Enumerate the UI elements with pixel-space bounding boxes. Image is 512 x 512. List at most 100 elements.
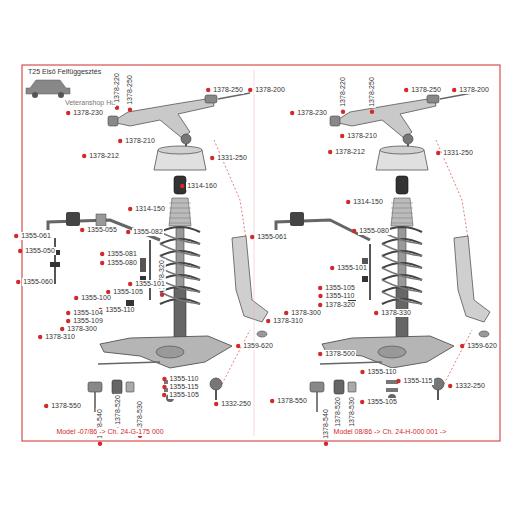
callout-number: 1355-061 — [256, 233, 288, 241]
callout-dot — [460, 344, 464, 348]
callout-dot — [180, 184, 184, 188]
callout-dot — [60, 327, 64, 331]
callout-dot — [452, 88, 456, 92]
callout-dot — [126, 230, 130, 234]
callout-number: 1359-620 — [242, 342, 274, 350]
callout-number: 1378-550 — [50, 402, 82, 410]
callout-dot — [82, 154, 86, 158]
callout-dot — [448, 384, 452, 388]
callout-number: 1378-210 — [124, 137, 156, 145]
callout-number: 1314-150 — [134, 205, 166, 213]
callout-number: 1355-105 — [168, 391, 200, 399]
callout-dot — [370, 110, 374, 114]
callout-number: 1355-060 — [22, 278, 54, 286]
callout-number: 1378-500 — [324, 350, 356, 358]
callout-number: 1378-550 — [276, 397, 308, 405]
callout-number: 1378-230 — [296, 109, 328, 117]
callout-number: 1355-104 — [72, 309, 104, 317]
callout-number: 1378-210 — [346, 132, 378, 140]
callout-number: 1355-115 — [402, 377, 433, 385]
callout-dot — [248, 88, 252, 92]
callout-number: 1355-105 — [366, 398, 398, 406]
callout-dot — [38, 335, 42, 339]
callout-dot — [374, 311, 378, 315]
callout-dot — [341, 110, 345, 114]
callout-dot — [162, 385, 166, 389]
callout-number: 1378-250 — [126, 74, 134, 106]
callout-number: 1359-620 — [466, 342, 498, 350]
callout-number: 1378-530 — [348, 396, 356, 428]
callout-number: 1378-212 — [88, 152, 120, 160]
callout-dot — [284, 311, 288, 315]
callout-dot — [128, 282, 132, 286]
callout-number: 1355-105 — [324, 284, 356, 292]
callout-dot — [162, 377, 166, 381]
callout-dot — [100, 261, 104, 265]
callout-number: 1378-520 — [114, 394, 122, 426]
callout-dot — [236, 344, 240, 348]
callout-number: 1355-110 — [324, 292, 355, 300]
callout-number: 1355-061 — [20, 232, 52, 240]
callout-number: 1355-080 — [106, 259, 138, 267]
callout-number: 1378-300 — [290, 309, 322, 317]
callout-number: 1378-310 — [272, 317, 304, 325]
callout-dot — [128, 207, 132, 211]
callout-number: 1378-250 — [368, 76, 376, 108]
callout-dot — [318, 286, 322, 290]
callout-dot — [160, 293, 164, 297]
callout-dot — [98, 442, 102, 446]
callout-dot — [100, 252, 104, 256]
callout-number: 1355-101 — [336, 264, 368, 272]
callout-dot — [162, 393, 166, 397]
callout-number: 1355-109 — [72, 317, 104, 325]
callout-number: 1378-250 — [212, 86, 244, 94]
callout-dot — [360, 400, 364, 404]
callout-number: 1378-200 — [254, 86, 286, 94]
callout-dot — [250, 235, 254, 239]
callout-dot — [128, 108, 132, 112]
callout-number: 1378-230 — [72, 109, 104, 117]
callout-number: 1332-250 — [454, 382, 486, 390]
callout-number: 1355-110 — [366, 368, 397, 376]
callout-dot — [210, 156, 214, 160]
callout-number: 1378-520 — [334, 396, 342, 428]
note-text: Veteranshop Hu — [64, 99, 116, 107]
callout-number: 1314-150 — [352, 198, 384, 206]
callout-number: 1355-110 — [168, 375, 199, 383]
callout-dot — [14, 234, 18, 238]
callout-number: 1378-200 — [458, 86, 490, 94]
callout-dot — [340, 134, 344, 138]
callout-number: 1378-250 — [410, 86, 442, 94]
callout-dot — [214, 402, 218, 406]
callout-dot — [330, 266, 334, 270]
callout-dot — [396, 379, 400, 383]
callout-number: 1332-250 — [220, 400, 252, 408]
callout-number: 1355-115 — [168, 383, 199, 391]
callout-dot — [324, 442, 328, 446]
callout-dot — [206, 88, 210, 92]
callout-number: 1378-540 — [322, 408, 330, 440]
callout-number: 1331-250 — [442, 149, 474, 157]
callout-number: 1378-220 — [113, 72, 121, 104]
callout-dot — [360, 370, 364, 374]
callout-dot — [16, 280, 20, 284]
callout-number: 1355-105 — [112, 288, 144, 296]
callout-number: 1331-250 — [216, 154, 248, 162]
callout-dot — [346, 200, 350, 204]
callout-number: 1378-220 — [339, 76, 347, 108]
callout-number: 1378-320 — [324, 301, 356, 309]
callout-dot — [18, 249, 22, 253]
callout-number: 1355-050 — [24, 247, 56, 255]
callout-number: 1355-101 — [134, 280, 166, 288]
callout-number: 1378-330 — [380, 309, 412, 317]
callout-dot — [318, 352, 322, 356]
callout-dot — [318, 294, 322, 298]
callout-dot — [118, 139, 122, 143]
callout-dot — [270, 399, 274, 403]
callout-number: 1355-081 — [106, 250, 138, 258]
callout-dot — [44, 404, 48, 408]
callout-dot — [66, 111, 70, 115]
callout-number: 1314-160 — [186, 182, 218, 190]
callout-number: 1378-310 — [44, 333, 76, 341]
